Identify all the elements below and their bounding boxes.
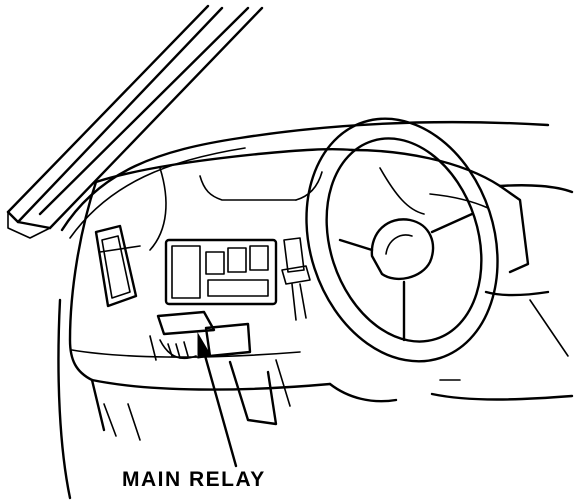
steering-wheel: [305, 117, 499, 363]
left-air-vent: [94, 224, 138, 308]
callout-arrow: [197, 332, 238, 468]
lower-trim: [57, 298, 141, 500]
lower-dash-panel: [149, 310, 252, 361]
main-relay-label: MAIN RELAY: [122, 468, 266, 491]
steering-column-cover: [228, 359, 398, 426]
right-air-vent: [484, 184, 569, 357]
right-lower-panel: [430, 379, 574, 401]
windshield-pillar: [6, 4, 264, 239]
dashboard-body: [68, 148, 574, 391]
center-switch-panel: [164, 237, 311, 321]
instrument-visor: [350, 148, 502, 209]
